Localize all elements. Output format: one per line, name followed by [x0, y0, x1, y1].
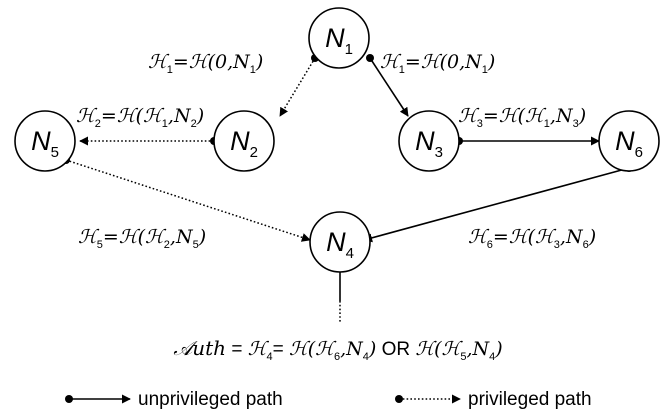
svg-text:N3: N3: [415, 126, 443, 161]
svg-text:N1: N1: [325, 23, 353, 58]
node-n3-sub: 3: [435, 144, 443, 161]
svg-text:N4: N4: [326, 227, 354, 262]
node-n5-sub: 5: [51, 144, 59, 161]
node-n4-letter: N: [326, 227, 346, 257]
legend-unprivileged: unprivileged path: [65, 389, 283, 410]
node-n6-sub: 6: [635, 144, 643, 161]
edge-n5-n4: [65, 159, 311, 242]
svg-text:N5: N5: [31, 126, 59, 161]
label-h1-right: ℋ1=ℋ(0,N1): [380, 51, 495, 76]
label-h2: ℋ2=ℋ(ℋ1,N2): [76, 105, 204, 130]
node-n1: N1: [308, 7, 370, 69]
node-n5: N5: [14, 110, 76, 172]
legend-unprivileged-label: unprivileged path: [138, 389, 283, 410]
label-h5: ℋ5=ℋ(ℋ2,N5): [78, 226, 206, 251]
node-n4: N4: [309, 211, 371, 273]
label-h1-left: ℋ1=ℋ(0,N1): [148, 51, 263, 76]
node-n3: N3: [398, 110, 460, 172]
legend-privileged: privileged path: [395, 389, 592, 410]
edge-n1-n3: [369, 57, 409, 117]
label-h3: ℋ3=ℋ(ℋ1,N3): [458, 105, 586, 130]
svg-text:N6: N6: [615, 126, 643, 161]
node-n2-sub: 2: [250, 144, 258, 161]
label-h6: ℋ6=ℋ(ℋ3,N6): [468, 226, 596, 251]
node-n4-sub: 4: [346, 245, 354, 262]
node-n6: N6: [598, 110, 660, 172]
edge-n6-n4: [363, 167, 630, 243]
node-n2-letter: N: [230, 126, 250, 156]
legend-privileged-label: privileged path: [468, 389, 592, 410]
auth-formula: 𝒜uth = ℋ4= ℋ(ℋ6,N4) OR ℋ(ℋ5,N4): [173, 336, 502, 363]
legend-dotted-dot: [395, 395, 403, 403]
edges: [62, 54, 633, 322]
svg-text:N2: N2: [230, 126, 258, 161]
node-n3-letter: N: [415, 126, 435, 156]
legend-solid-dot: [65, 395, 73, 403]
node-n1-letter: N: [325, 23, 345, 53]
edge-n1-n2: [279, 57, 316, 117]
node-n1-sub: 1: [345, 41, 353, 58]
node-n6-letter: N: [615, 126, 635, 156]
node-n5-letter: N: [31, 126, 51, 156]
node-n2: N2: [213, 110, 275, 172]
edge-n1-n3-tail-dot: [366, 54, 374, 62]
legend: unprivileged path privileged path: [65, 389, 592, 410]
